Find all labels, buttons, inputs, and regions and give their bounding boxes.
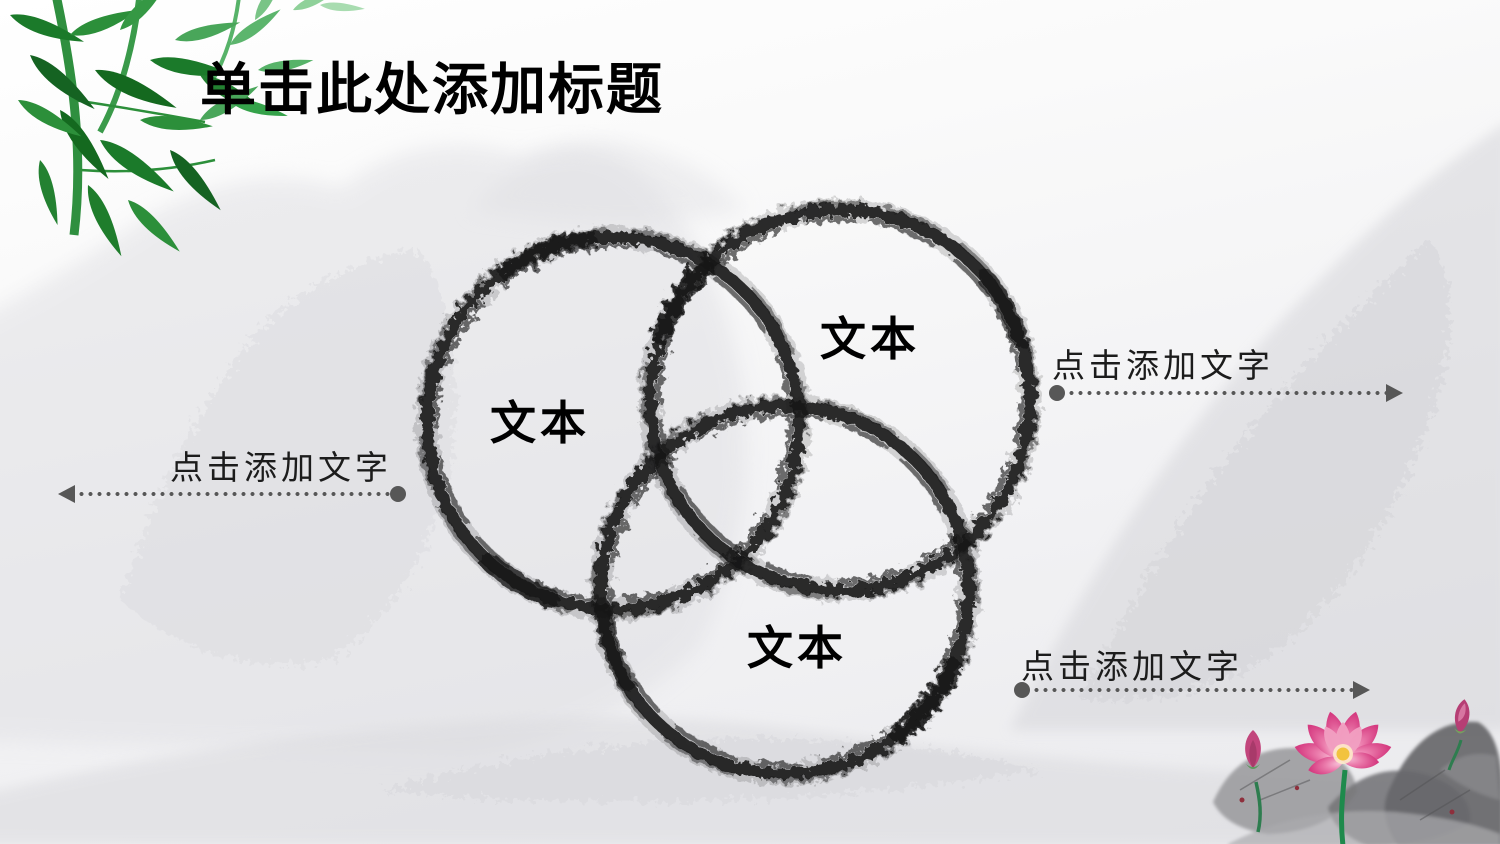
- ink-circle-bottom: [589, 394, 981, 786]
- lotus-flowers: [1213, 699, 1500, 844]
- ink-circle-top-right: [638, 198, 1042, 602]
- caption-right-bottom-text[interactable]: 点击添加文字: [1021, 648, 1243, 685]
- slide-title-placeholder[interactable]: 单击此处添加标题: [200, 58, 664, 121]
- caption-left-text[interactable]: 点击添加文字: [170, 449, 392, 486]
- arrow-right-icon: [1353, 681, 1370, 699]
- bamboo-branch: [7, 0, 366, 261]
- lotus-bud-right: [1454, 699, 1470, 734]
- line-start-dot-icon: [1049, 385, 1065, 401]
- circle-label-left[interactable]: 文本: [490, 397, 590, 449]
- lotus-flower: [1294, 711, 1392, 775]
- line-end-dot-icon: [390, 486, 406, 502]
- line-start-dot-icon: [1014, 682, 1030, 698]
- caption-left-connector: [58, 485, 406, 503]
- caption-right-top-text[interactable]: 点击添加文字: [1052, 347, 1274, 384]
- lotus-bud-left: [1245, 730, 1261, 769]
- dotted-line: [1030, 687, 1353, 693]
- circle-label-top-right[interactable]: 文本: [820, 313, 920, 365]
- caption-right-top-connector: [1049, 384, 1403, 402]
- caption-right-bottom-connector: [1014, 681, 1370, 699]
- dotted-line: [1065, 390, 1386, 396]
- arrow-left-icon: [58, 485, 75, 503]
- ink-circle-left: [415, 225, 811, 621]
- dotted-line: [75, 491, 390, 497]
- arrow-right-icon: [1386, 384, 1403, 402]
- circle-label-bottom[interactable]: 文本: [747, 622, 847, 674]
